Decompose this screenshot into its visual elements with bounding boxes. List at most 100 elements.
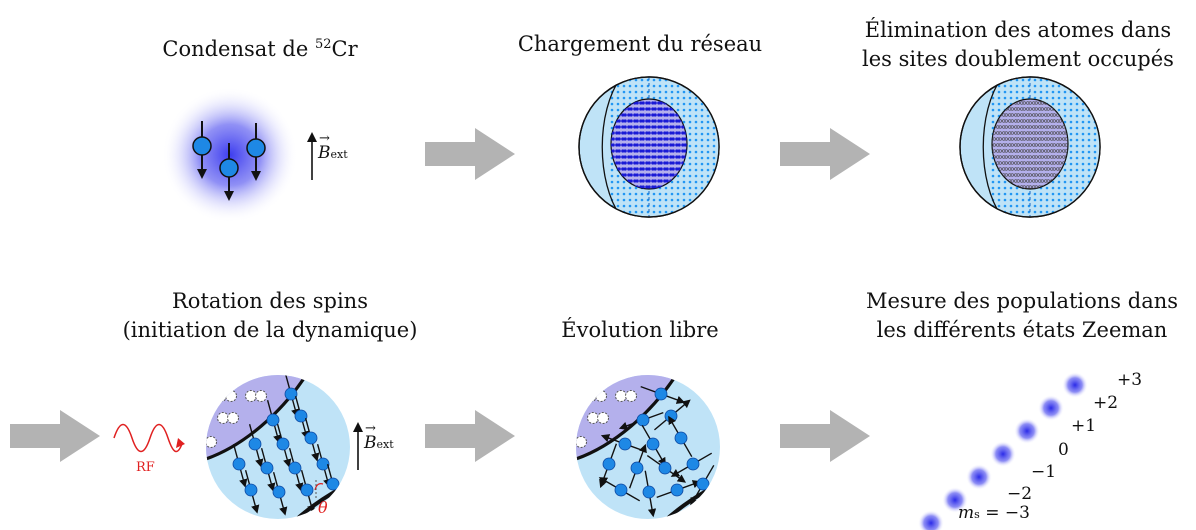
lattice-site <box>1099 78 1100 82</box>
empty-site <box>998 137 1002 141</box>
lattice-site <box>640 204 644 208</box>
lattice-site <box>688 168 692 172</box>
double-occupied-site <box>633 113 637 117</box>
lattice-site <box>1075 162 1079 166</box>
lattice-site <box>1081 186 1085 190</box>
double-occupied-site <box>675 137 679 141</box>
spin-atom <box>602 457 616 471</box>
lattice-site <box>682 186 686 190</box>
title-condensate: Condensat de 52Cr <box>120 30 400 64</box>
lattice-site <box>700 150 704 154</box>
empty-site <box>1022 125 1026 129</box>
lattice-site <box>610 108 614 112</box>
lattice-site <box>688 180 692 184</box>
spin-atom <box>276 437 290 451</box>
lattice-site <box>1069 180 1073 184</box>
double-occupied-site <box>639 101 643 105</box>
lattice-site <box>1033 210 1037 214</box>
lattice-site <box>658 96 662 100</box>
lattice-site <box>1093 210 1097 214</box>
lattice-site <box>1051 180 1055 184</box>
lattice-site <box>658 192 662 196</box>
lattice-site <box>1063 186 1067 190</box>
lattice-site <box>634 192 638 196</box>
lattice-site <box>1039 192 1043 196</box>
lattice-site <box>700 90 704 94</box>
double-occupied-site <box>645 149 649 153</box>
lattice-site <box>1081 150 1085 154</box>
lattice-site <box>1087 150 1091 154</box>
lattice-site <box>652 204 656 208</box>
spin-atom <box>304 431 318 445</box>
lattice-site <box>682 120 686 124</box>
double-occupied-site <box>611 131 615 135</box>
lattice-site <box>1099 174 1100 178</box>
lattice-site <box>1057 78 1061 82</box>
empty-site <box>1046 137 1050 141</box>
lattice-site <box>610 192 614 196</box>
double-occupied-site <box>629 137 633 141</box>
double-occupied-site <box>681 155 685 159</box>
lattice-site <box>1093 96 1097 100</box>
double-occupied-site <box>653 155 657 159</box>
double-occupied-site <box>641 119 645 123</box>
double-occupied-site <box>615 155 619 159</box>
lattice-site <box>676 102 680 106</box>
lattice-site <box>1093 126 1097 130</box>
lattice-site <box>1057 96 1061 100</box>
lattice-site <box>718 162 719 166</box>
double-occupied-site <box>621 161 625 165</box>
double-occupied-site <box>627 155 631 159</box>
lattice-site <box>706 162 710 166</box>
lattice-boundary <box>982 77 1003 217</box>
lattice-site <box>700 132 704 136</box>
double-occupied-site <box>635 161 639 165</box>
spin-atom <box>300 483 314 497</box>
double-occupied-site <box>683 149 687 153</box>
lattice-site <box>712 150 716 154</box>
double-occupied-site <box>659 107 663 111</box>
ms-value: = −3 <box>985 503 1030 523</box>
spin-atom <box>618 437 632 451</box>
lattice-site <box>706 144 710 148</box>
double-occupied-site <box>611 149 613 153</box>
double-occupied-site <box>653 179 657 183</box>
lattice-site <box>997 180 1001 184</box>
spin-atom <box>272 485 286 499</box>
lattice-site <box>700 168 704 172</box>
title-elimination-line1: Élimination des atomes dans <box>864 18 1172 42</box>
lattice-site <box>664 90 668 94</box>
lattice-site <box>640 198 644 202</box>
lattice-site <box>1051 192 1055 196</box>
lattice-site <box>1009 204 1013 208</box>
lattice-site <box>1051 96 1055 100</box>
double-occupied-site <box>611 149 615 153</box>
empty-site <box>1010 125 1014 129</box>
lattice-site <box>1099 168 1100 172</box>
lattice-site <box>634 198 638 202</box>
double-occupied-site <box>617 119 621 123</box>
empty-site <box>1052 119 1056 123</box>
double-occupied-site <box>647 113 651 117</box>
lattice-site <box>1069 144 1073 148</box>
lattice-site <box>694 168 698 172</box>
lattice-site <box>682 168 686 172</box>
field-label-bottom: →Bext <box>364 421 394 453</box>
lattice-site <box>700 120 704 124</box>
double-occupied-site <box>651 107 655 111</box>
lattice-site <box>1075 84 1079 88</box>
lattice-site <box>1075 120 1079 124</box>
double-occupied-site <box>629 155 633 159</box>
double-occupied-site <box>615 125 619 129</box>
lattice-site <box>1087 210 1091 214</box>
lattice-site <box>991 186 995 190</box>
lattice-site <box>670 84 674 88</box>
lattice-site <box>682 102 686 106</box>
lattice-site <box>1087 90 1091 94</box>
lattice-site <box>700 138 704 142</box>
lattice-site <box>622 96 626 100</box>
empty-site <box>1010 137 1014 141</box>
double-occupied-site <box>651 131 655 135</box>
lattice-site <box>628 96 632 100</box>
double-occupied-site <box>653 161 657 165</box>
